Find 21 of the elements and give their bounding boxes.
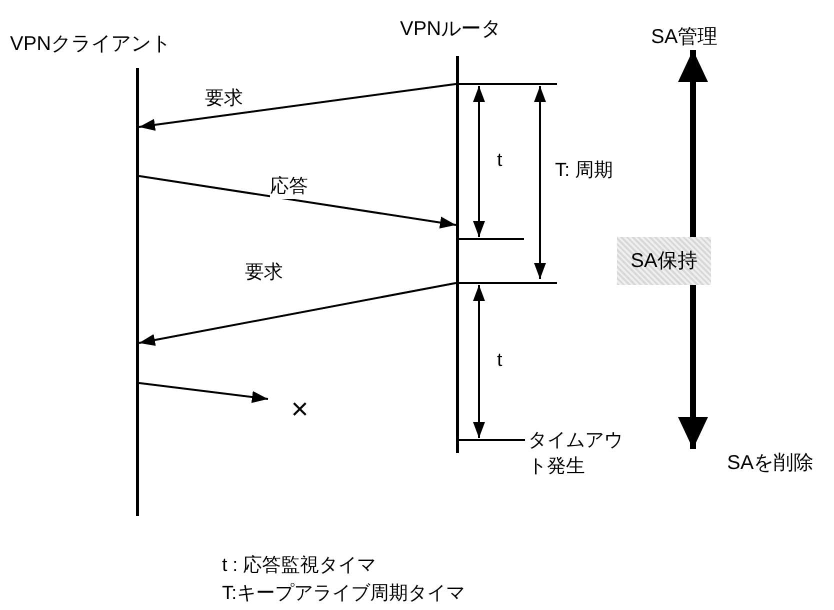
timeout-note: タイムアウト発生 — [528, 429, 624, 479]
lifeline-heading: VPNクライアント — [10, 32, 172, 56]
dimension-label: T: 周期 — [555, 160, 614, 183]
thick-arrow — [678, 285, 708, 449]
dimension-label: t — [497, 350, 502, 373]
message-arrow — [138, 83, 456, 131]
lifeline — [456, 56, 459, 453]
dimension-label: t — [497, 150, 502, 173]
lost-mark: × — [291, 393, 309, 427]
state-label: SAを削除 — [727, 449, 814, 476]
legend-note: t : 応答監視タイマ — [222, 555, 376, 578]
state-box: SA保持 — [617, 237, 711, 285]
message-arrow — [138, 382, 268, 403]
lifeline — [136, 68, 139, 516]
thick-arrow — [678, 50, 708, 237]
lifeline-heading: VPNルータ — [400, 17, 502, 41]
message-arrow — [138, 282, 456, 346]
edge-label: 応答 — [270, 176, 308, 199]
message-arrow — [138, 175, 456, 228]
legend-note: T:キープアライブ周期タイマ — [222, 583, 465, 606]
state-label: SA管理 — [651, 23, 718, 50]
